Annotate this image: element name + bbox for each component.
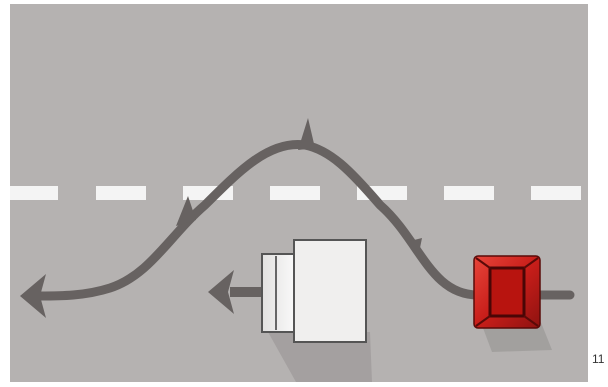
truck-trailer [294,240,366,342]
lane-dash [96,186,146,200]
truck-arrow-shaft [230,287,266,297]
truck-cab [262,254,296,332]
car [474,256,540,328]
lane-dash [270,186,320,200]
truck [262,240,366,342]
lane-dash [10,186,58,200]
car-roof [490,268,524,316]
page-number: 11 [592,352,608,366]
lane-dash [444,186,494,200]
lane-dash [531,186,581,200]
